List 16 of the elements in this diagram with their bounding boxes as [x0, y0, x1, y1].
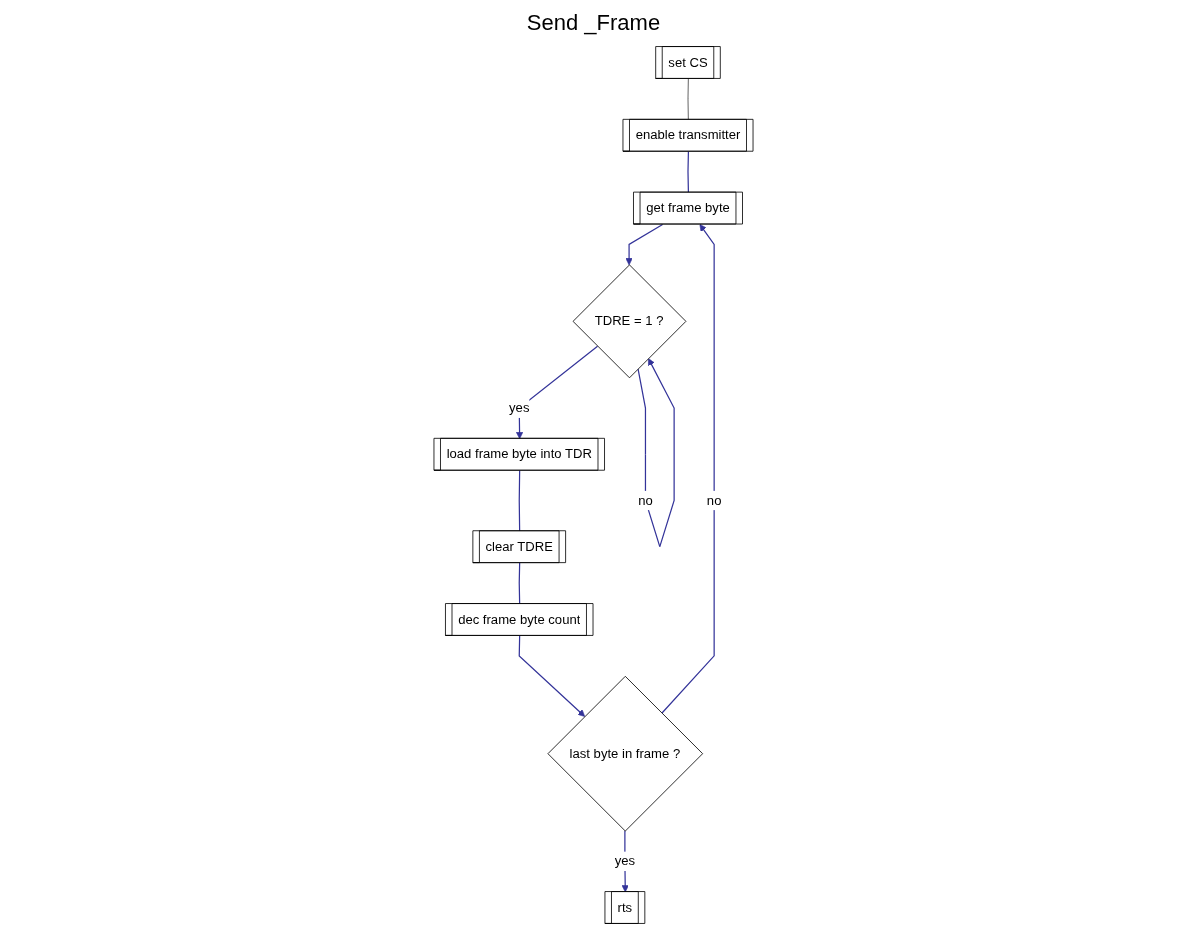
edge-label: yes: [509, 400, 530, 415]
edge-label: no: [706, 493, 722, 508]
node-diamond: TDRE = 1 ?: [572, 264, 687, 379]
arrow: [625, 223, 664, 266]
node-diamond: last byte in frame ?: [547, 675, 704, 832]
diagram-title: Send _Frame: [525, 10, 662, 36]
arrow: [515, 345, 599, 440]
arrow: [621, 830, 629, 893]
edge-label: yes: [614, 853, 636, 868]
connector: [518, 562, 521, 605]
edge-label: no: [638, 493, 653, 508]
arrow: [518, 635, 586, 717]
arrow: [661, 224, 715, 714]
connector: [687, 151, 690, 194]
connector: [518, 470, 521, 532]
connector: [687, 78, 690, 121]
